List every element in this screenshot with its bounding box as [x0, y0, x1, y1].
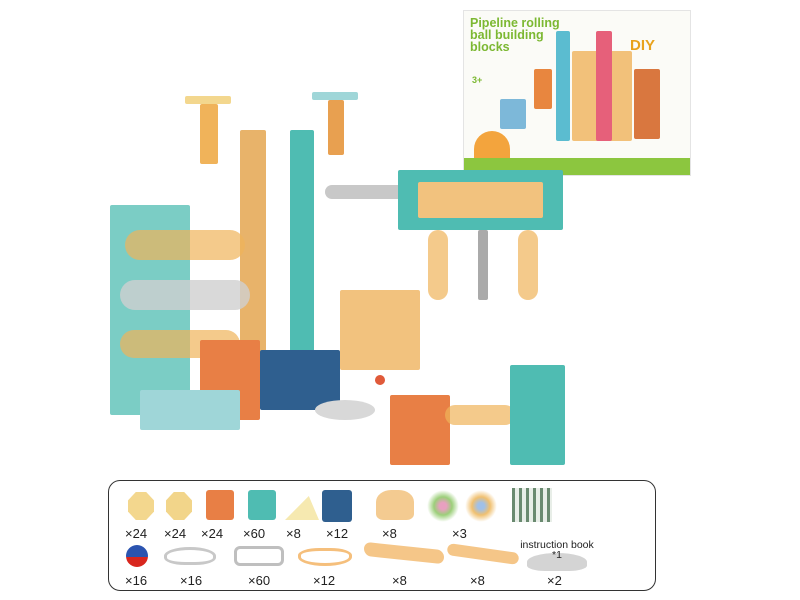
part-octagon-cap	[128, 492, 154, 520]
qty-label: ×60	[243, 526, 266, 541]
bridge-structure	[398, 170, 563, 310]
package-toy	[634, 69, 660, 139]
clear-pipe	[325, 185, 415, 199]
ball	[375, 375, 385, 385]
qty-label: ×12	[326, 526, 349, 541]
package-box-image: Pipeline rolling ball building blocks 3+…	[463, 10, 691, 176]
tower-base	[140, 390, 240, 430]
bridge-post	[478, 230, 488, 300]
package-title: Pipeline rolling ball building blocks	[470, 16, 560, 54]
part-teal-gear-frame	[248, 490, 276, 520]
qty-label: ×60	[248, 573, 271, 588]
qty-label: ×16	[180, 573, 203, 588]
part-blue-gear-plate	[322, 490, 352, 522]
tower-pipe	[200, 104, 218, 164]
tower-column	[290, 130, 314, 390]
qty-label: ×8	[392, 573, 407, 588]
tower-column	[240, 130, 266, 380]
tower-block	[260, 350, 340, 410]
package-toy	[534, 69, 552, 109]
part-funnel-track	[376, 490, 414, 520]
package-toy	[500, 99, 526, 129]
part-sticker-sheet	[465, 490, 497, 522]
part-clear-straight-track	[234, 546, 284, 566]
bowl-track	[315, 400, 375, 420]
bridge-track	[518, 230, 538, 300]
qty-label: ×24	[125, 526, 148, 541]
cube-block	[390, 395, 450, 465]
marble-run-tower	[100, 90, 445, 445]
qty-label: ×3	[452, 526, 467, 541]
qty-label: ×8	[286, 526, 301, 541]
part-sticker-sheet	[427, 490, 459, 522]
cube-tower	[510, 365, 565, 465]
bridge-panels	[418, 182, 543, 218]
tower-block	[340, 290, 420, 370]
lower-track-set	[315, 365, 565, 475]
qty-label: ×24	[201, 526, 224, 541]
qty-label: ×2	[547, 573, 562, 588]
package-diy-badge: DIY	[630, 37, 656, 54]
instruction-book-label: instruction book *1	[512, 539, 602, 561]
parts-list-panel	[108, 480, 656, 591]
part-orange-curve-track	[298, 548, 352, 566]
package-toy	[596, 31, 612, 141]
qty-label: ×16	[125, 573, 148, 588]
spiral-track	[120, 280, 250, 310]
qty-label: ×24	[164, 526, 187, 541]
instruction-book-text: instruction book	[520, 539, 594, 551]
tower-cap	[312, 92, 358, 100]
part-clear-curve-track	[164, 547, 216, 565]
part-orange-gear-frame	[206, 490, 234, 520]
qty-label: ×8	[470, 573, 485, 588]
package-age: 3+	[472, 75, 483, 85]
package-toy	[556, 31, 570, 141]
qty-label: ×8	[382, 526, 397, 541]
qty-label: ×12	[313, 573, 336, 588]
bridge-track	[428, 230, 448, 300]
spiral-track	[125, 230, 245, 260]
part-bowl-track	[527, 553, 587, 571]
part-ball	[126, 545, 148, 567]
part-instruction-book	[512, 488, 552, 522]
tower-pipe	[328, 100, 344, 155]
part-octagon-frame	[166, 492, 192, 520]
orange-track	[445, 405, 515, 425]
instruction-book-qty: *1	[552, 549, 562, 561]
tower-cap	[185, 96, 231, 104]
